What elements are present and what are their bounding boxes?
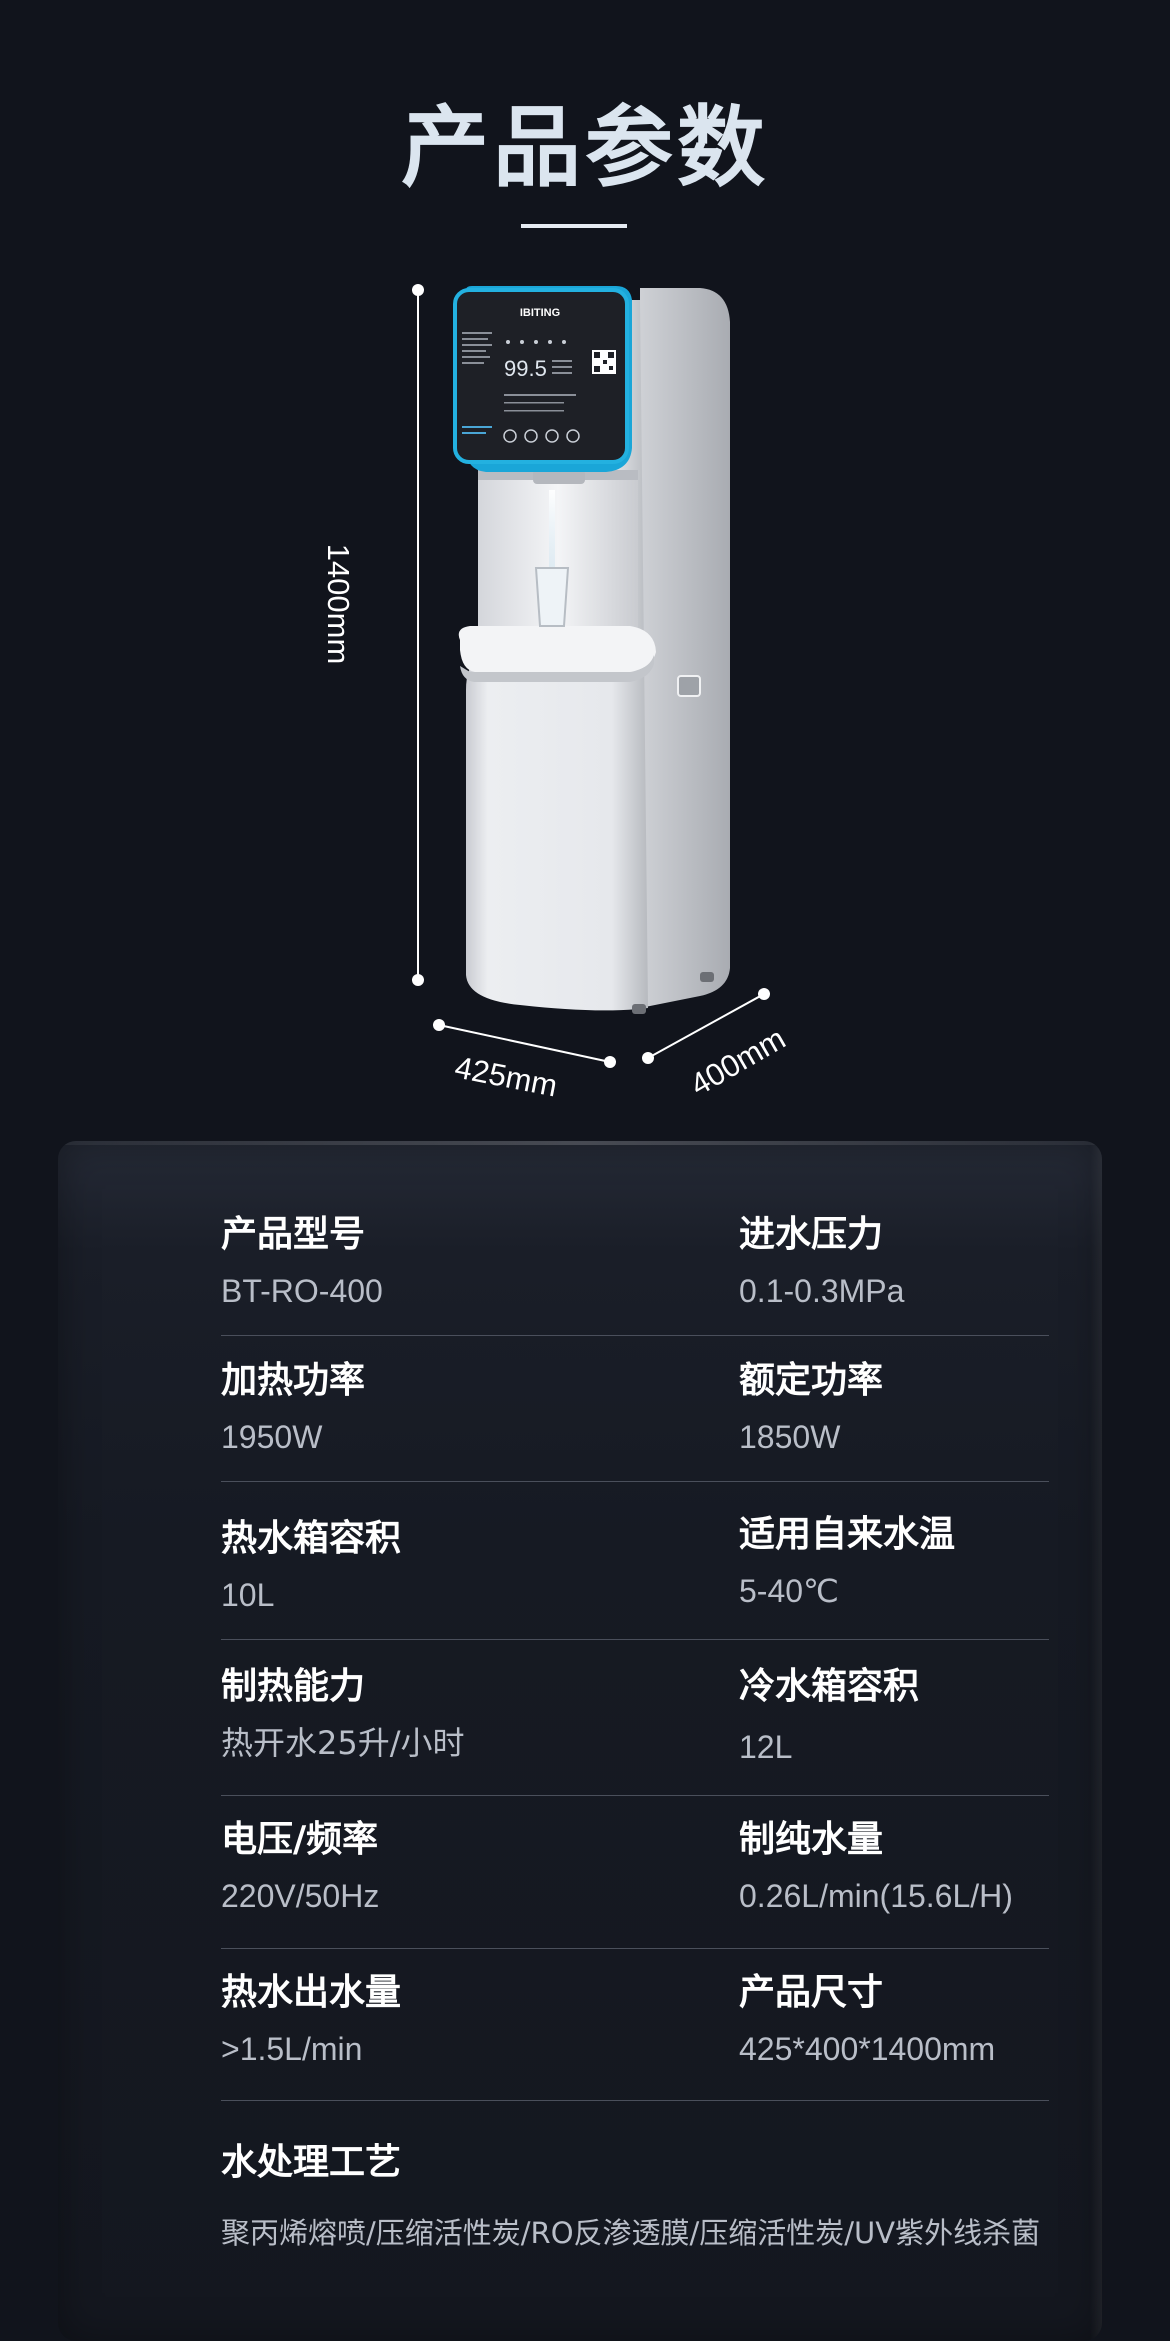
spec-item: 产品尺寸 425*400*1400mm [739,1971,1102,2069]
water-treatment-process: 水处理工艺 聚丙烯熔喷/压缩活性炭/RO反渗透膜/压缩活性炭/UV紫外线杀菌 [221,2141,1081,2253]
spec-item: 制热能力 热开水25升/小时 [221,1665,621,1763]
depth-dimension-line [647,993,765,1059]
spec-item: 冷水箱容积 12L [739,1665,1102,1767]
row-divider [221,1335,1049,1336]
spec-item: 热水箱容积 10L [221,1517,621,1615]
width-dimension-line [438,1024,611,1063]
spec-label: 热水箱容积 [221,1518,402,1559]
spec-item: 适用自来水温 5-40℃ [739,1513,1102,1611]
row-divider [221,1481,1049,1482]
spec-value: 0.26L/min(15.6L/H) [739,1878,1013,1914]
spec-item: 热水出水量 >1.5L/min [221,1971,621,2069]
spec-item: 制纯水量 0.26L/min(15.6L/H) [739,1818,1102,1916]
spec-label: 产品型号 [221,1214,366,1255]
page-title: 产品参数 [400,96,769,199]
water-stream [549,490,555,580]
spec-value: 12L [739,1729,793,1765]
spec-item: 进水压力 0.1-0.3MPa [739,1213,1102,1311]
row-divider [221,1948,1049,1949]
spec-item: 电压/频率 220V/50Hz [221,1818,621,1916]
water-dispenser-illustration: IBITING 99.5 [412,284,770,1068]
drip-tray [458,626,656,672]
spec-value: 10L [221,1577,275,1613]
spec-value: >1.5L/min [221,2031,363,2067]
spec-card: 产品型号 BT-RO-400 进水压力 0.1-0.3MPa 加热功率 1950… [58,1141,1102,2341]
spec-label: 热水出水量 [221,1972,402,2013]
spec-label: 冷水箱容积 [739,1666,920,1707]
spec-value: 220V/50Hz [221,1878,380,1914]
row-divider [221,2100,1049,2101]
water-cup [534,567,570,627]
spec-label: 产品尺寸 [739,1972,884,2013]
height-dimension-label: 1400mm [321,543,356,665]
spec-value: 热开水25升/小时 [221,1724,465,1762]
control-panel-screen [455,290,627,462]
spec-label: 制纯水量 [739,1819,884,1860]
dispenser-side-panel [600,288,730,1008]
faucet [533,470,585,484]
row-divider [221,1639,1049,1640]
spec-label: 适用自来水温 [739,1514,956,1555]
title-underline [521,224,627,228]
spec-value: 1850W [739,1419,841,1455]
spec-label: 进水压力 [739,1214,884,1255]
spec-value: 5-40℃ [739,1573,839,1609]
spec-value: 425*400*1400mm [739,2031,996,2067]
spec-value: 0.1-0.3MPa [739,1273,905,1309]
spec-value: 1950W [221,1419,323,1455]
process-value: 聚丙烯熔喷/压缩活性炭/RO反渗透膜/压缩活性炭/UV紫外线杀菌 [221,2216,1041,2250]
process-label: 水处理工艺 [221,2142,402,2183]
side-vent [677,675,701,697]
spec-item: 产品型号 BT-RO-400 [221,1213,621,1311]
qr-code [592,350,616,374]
spec-label: 电压/频率 [221,1819,379,1860]
spec-value: BT-RO-400 [221,1273,383,1309]
temperature-display: 99.5 [504,356,547,381]
spec-item: 额定功率 1850W [739,1359,1102,1457]
row-divider [221,1795,1049,1796]
brand-logo: IBITING [520,307,560,319]
spec-label: 加热功率 [221,1360,366,1401]
spec-label: 制热能力 [221,1666,366,1707]
spec-label: 额定功率 [739,1360,884,1401]
spec-item: 加热功率 1950W [221,1359,621,1457]
